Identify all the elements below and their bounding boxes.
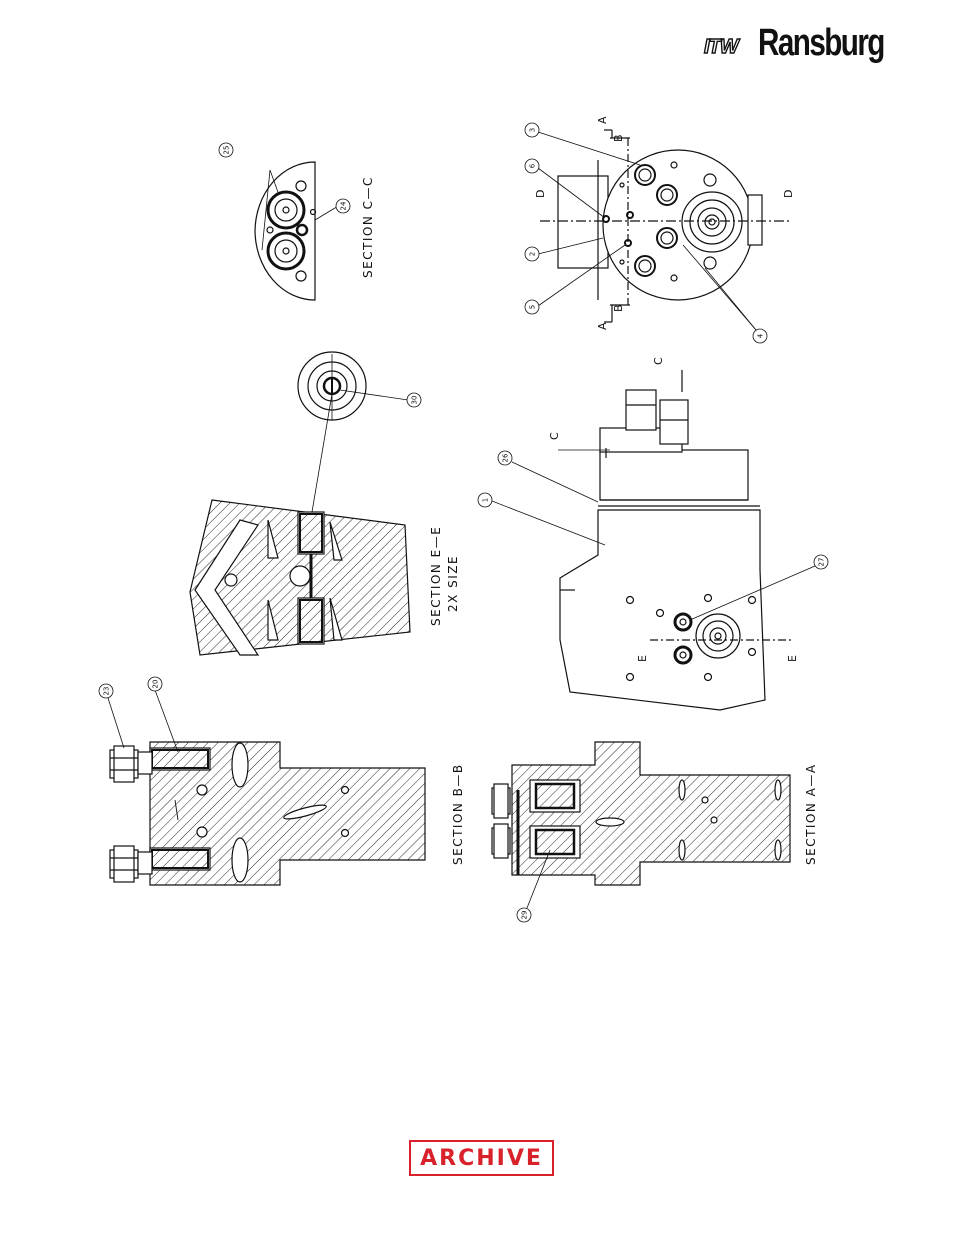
section-c-c-label: SECTION C—C: [361, 176, 375, 278]
cut-b-bottom: B: [612, 304, 625, 312]
cut-e-left: E: [636, 655, 649, 662]
balloon-25: 25: [219, 143, 233, 157]
cut-e-right: E: [786, 655, 799, 662]
balloon-24-text: 24: [340, 201, 348, 210]
section-b-b-view: [150, 742, 425, 885]
balloon-23: 23: [99, 684, 113, 698]
archive-stamp: ARCHIVE: [409, 1140, 554, 1176]
balloon-29-text: 29: [521, 911, 529, 920]
balloon-26-text: 26: [502, 453, 510, 462]
balloon-20-text: 20: [152, 680, 160, 689]
cut-b-top: B: [612, 134, 625, 142]
section-a-a-view: [512, 742, 790, 885]
section-a-a-label: SECTION A—A: [804, 763, 818, 865]
section-e-e-view: [190, 500, 410, 655]
balloon-5: 5: [525, 300, 539, 314]
section-a-a-fittings: [492, 784, 510, 858]
balloon-30: 30: [407, 393, 421, 407]
balloon-23-text: 23: [103, 687, 111, 696]
balloon-4-text: 4: [757, 333, 765, 338]
balloon-24: 24: [336, 199, 350, 213]
balloon-5-text: 5: [529, 305, 537, 309]
archive-stamp-text: ARCHIVE: [420, 1146, 543, 1171]
balloon-2: 2: [525, 247, 539, 261]
balloon-30-text: 30: [411, 396, 419, 405]
balloon-3-text: 3: [529, 128, 537, 132]
balloon-6-text: 6: [529, 163, 537, 168]
balloon-2-text: 2: [529, 252, 537, 256]
balloon-25-text: 25: [223, 146, 231, 155]
balloon-1-text: 1: [482, 498, 490, 502]
cut-d-left: D: [534, 190, 547, 198]
cut-a-bottom: A: [596, 322, 609, 330]
cut-a-top: A: [596, 116, 609, 124]
section-b-b-label: SECTION B—B: [451, 763, 465, 865]
cut-c-left: C: [548, 432, 561, 440]
section-e-e-label: SECTION E—E: [429, 526, 443, 626]
section-c-c-view: [255, 162, 340, 300]
side-view: [560, 370, 792, 710]
section-b-b-fittings: [110, 746, 152, 882]
cut-c-right: C: [652, 357, 665, 365]
end-view: [540, 130, 790, 322]
balloon-1: 1: [478, 493, 492, 507]
balloon-6: 6: [525, 159, 539, 173]
balloon-26: 26: [498, 451, 512, 465]
section-e-e-scale: 2X SIZE: [446, 555, 460, 612]
balloon-20: 20: [148, 677, 162, 691]
cut-d-right: D: [782, 190, 795, 198]
balloon-27: 27: [814, 555, 828, 569]
balloon-3: 3: [525, 123, 539, 137]
balloon-4: 4: [753, 329, 767, 343]
section-e-e-detail: [298, 352, 408, 512]
balloon-27-text: 27: [818, 558, 826, 567]
balloon-29: 29: [517, 908, 531, 922]
